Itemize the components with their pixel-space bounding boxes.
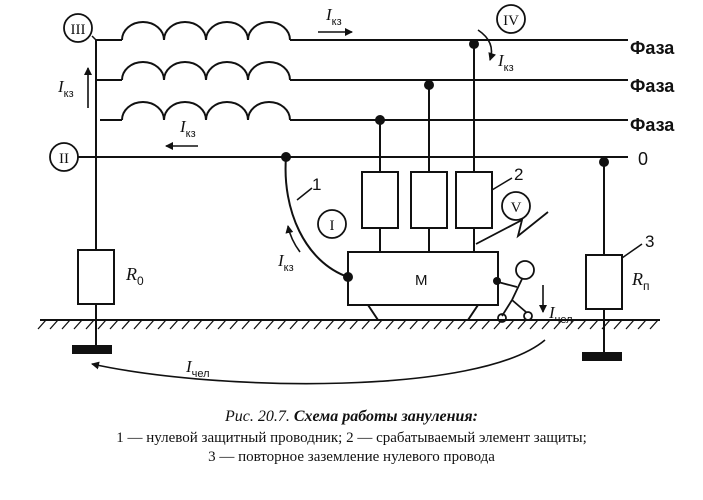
label-1: 1	[312, 175, 321, 194]
neutral-label: 0	[638, 149, 648, 169]
svg-text:II: II	[59, 151, 69, 167]
rp-label: Rп	[631, 269, 650, 293]
isc-label-top: Iкз	[325, 5, 342, 28]
phase-label-2: Фаза	[630, 76, 675, 96]
phase-line-3	[100, 101, 628, 121]
isc-arrow-conductor	[285, 225, 301, 253]
ground-electrode-right	[582, 352, 622, 361]
isc-label-left: Iкз	[57, 77, 74, 100]
isc-arrow-iv	[477, 29, 497, 61]
junction-neutral-right	[599, 157, 609, 167]
ground-current-label: Iчел	[185, 357, 210, 380]
isc-label-conductor: Iкз	[277, 251, 294, 274]
circle-marker-v: V	[501, 191, 531, 221]
circle-marker-iii: III	[63, 13, 93, 43]
caption-bold: Схема работы зануления:	[293, 408, 478, 425]
person-current-label: Iчел	[548, 303, 573, 326]
label-2: 2	[514, 165, 523, 184]
isc-label-iv: Iкз	[497, 51, 514, 74]
phase-label-1: Фаза	[630, 38, 675, 58]
label-3: 3	[645, 232, 654, 251]
r0-label: R0	[125, 264, 144, 288]
person-touch-point	[493, 277, 501, 285]
protection-fuses	[361, 171, 493, 229]
fault-spark	[475, 211, 549, 245]
ground-return-current	[91, 339, 546, 385]
phase-line-2	[100, 61, 628, 81]
caption-prefix: Рис. 20.7.	[225, 408, 290, 425]
figure-caption-line1: 1 — нулевой защитный проводник; 2 — сраб…	[116, 430, 587, 446]
figure-caption-title: Рис. 20.7. Схема работы зануления:	[0, 408, 703, 426]
svg-text:III: III	[71, 22, 86, 38]
motor-stand	[367, 304, 479, 321]
ground-electrode-left	[72, 345, 112, 354]
motor-housing	[347, 251, 499, 306]
person-icon	[497, 260, 535, 323]
phase-label-3: Фаза	[630, 115, 675, 135]
ground-surface	[37, 319, 660, 330]
circle-marker-ii: II	[49, 142, 79, 172]
isc-label-neutral: Iкз	[179, 117, 196, 140]
svg-text:V: V	[511, 200, 522, 216]
protective-conductor	[284, 156, 349, 278]
phase-line-1	[96, 21, 628, 41]
resistor-r0	[77, 249, 115, 305]
svg-text:I: I	[330, 218, 335, 234]
junction-phase-1	[469, 39, 479, 49]
junction-housing	[343, 272, 353, 282]
figure-caption-line2: 3 — повторное заземление нулевого провод…	[208, 449, 495, 465]
junction-phase-2	[424, 80, 434, 90]
motor-label: М	[415, 272, 428, 289]
circle-marker-iv: IV	[496, 4, 526, 34]
junction-phase-3	[375, 115, 385, 125]
resistor-rp	[585, 254, 623, 310]
svg-text:IV: IV	[503, 13, 519, 29]
circle-marker-i: I	[317, 209, 347, 239]
